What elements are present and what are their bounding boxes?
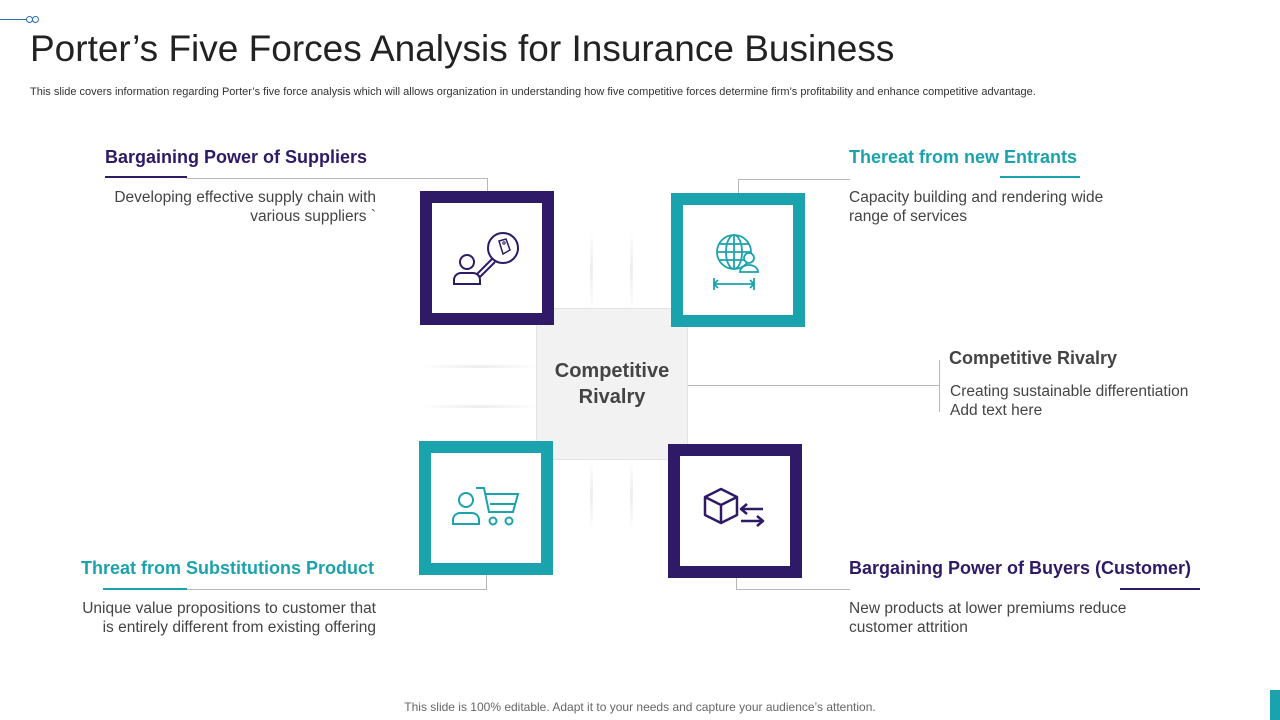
connector-line: [688, 385, 940, 386]
buyers-description: New products at lower premiums reduce cu…: [849, 599, 1169, 637]
box-exchange-icon: [703, 487, 765, 527]
entrants-description-line: Capacity building and rendering wide: [849, 189, 1104, 206]
substitutes-accent-bar: [103, 588, 187, 590]
buyers-icon-frame: [668, 444, 802, 578]
supplier-search-icon: [453, 232, 519, 285]
customer-cart-icon: [452, 487, 520, 526]
substitutes-description-line: is entirely different from existing offe…: [102, 619, 376, 636]
entrants-accent-bar: [1000, 176, 1080, 178]
connector-line: [736, 575, 737, 590]
corner-accent: [1270, 690, 1280, 720]
suppliers-description-line: Developing effective supply chain with: [114, 189, 376, 206]
suppliers-accent-bar: [105, 176, 187, 178]
decoration-dot: [32, 16, 39, 23]
connector-line: [738, 179, 739, 195]
suppliers-description: Developing effective supply chain with v…: [70, 188, 376, 226]
center-shadow: [590, 230, 593, 310]
center-label: Competitive Rivalry: [554, 360, 670, 408]
suppliers-description-line: various suppliers `: [250, 208, 376, 225]
buyers-heading: Bargaining Power of Buyers (Customer): [849, 558, 1192, 578]
connector-line: [939, 360, 940, 412]
entrants-description-line: range of services: [849, 208, 968, 225]
connector-line: [738, 179, 850, 180]
substitutes-icon-frame: [419, 441, 553, 575]
rivalry-heading: Competitive Rivalry: [949, 348, 1118, 368]
slide-title: Porter’s Five Forces Analysis for Insura…: [30, 28, 895, 69]
center-shadow: [630, 460, 633, 530]
substitutes-heading: Threat from Substitutions Product: [80, 558, 374, 578]
buyers-accent-bar: [1120, 588, 1200, 590]
substitutes-description: Unique value propositions to customer th…: [40, 599, 376, 637]
rivalry-description: Creating sustainable differentiation Add…: [950, 382, 1250, 420]
center-shadow: [420, 405, 540, 408]
rivalry-description-line: Creating sustainable differentiation: [950, 383, 1189, 400]
connector-line: [486, 573, 487, 590]
entrants-heading: Thereat from new Entrants: [849, 147, 1078, 167]
connector-line: [186, 178, 488, 179]
suppliers-heading: Bargaining Power of Suppliers: [105, 147, 368, 167]
center-shadow: [590, 460, 593, 530]
globe-user-icon: [712, 234, 759, 290]
rivalry-description-line: Add text here: [950, 402, 1043, 419]
connector-line: [487, 178, 488, 192]
header-decoration-line: [0, 19, 27, 20]
entrants-description: Capacity building and rendering wide ran…: [849, 188, 1169, 226]
substitutes-description-line: Unique value propositions to customer th…: [82, 600, 376, 617]
buyers-description-line: customer attrition: [849, 619, 968, 636]
competitive-rivalry-center-box: Competitive Rivalry: [536, 308, 688, 460]
slide-subtitle: This slide covers information regarding …: [30, 86, 1036, 98]
center-shadow: [420, 365, 540, 368]
connector-line: [186, 589, 487, 590]
slide-footer-note: This slide is 100% editable. Adapt it to…: [404, 700, 876, 714]
center-shadow: [630, 230, 633, 310]
connector-line: [736, 589, 850, 590]
suppliers-icon-frame: [420, 191, 554, 325]
entrants-icon-frame: [671, 193, 805, 327]
buyers-description-line: New products at lower premiums reduce: [849, 600, 1127, 617]
